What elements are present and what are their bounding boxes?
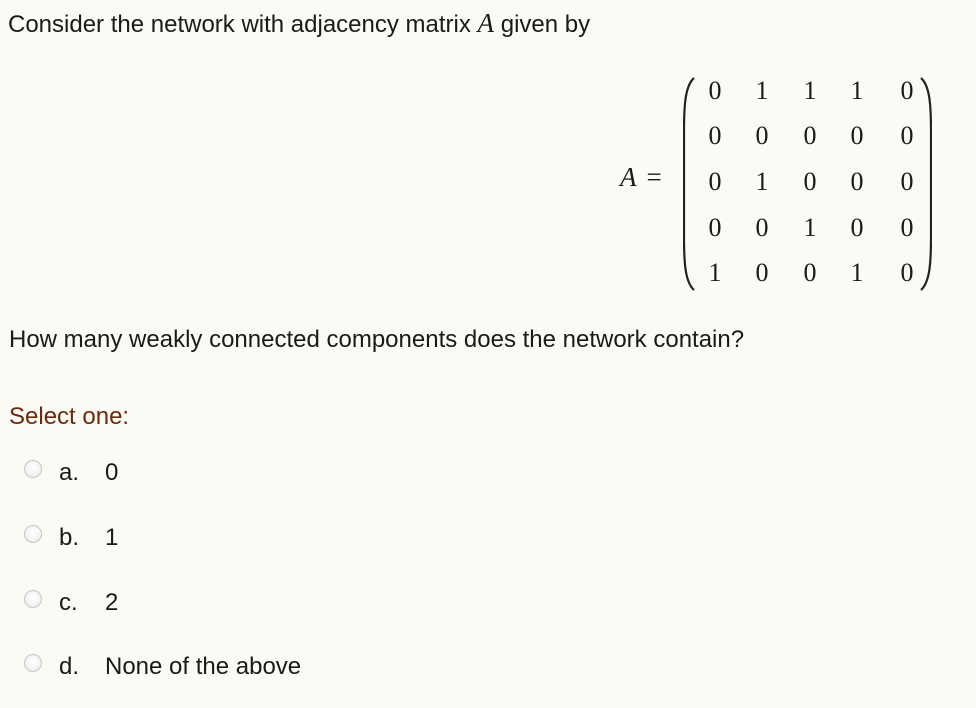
matrix-cell: 0 bbox=[803, 121, 817, 150]
option-text: 2 bbox=[105, 589, 119, 616]
option-letter: c. bbox=[59, 589, 78, 616]
matrix-cell: 0 bbox=[900, 167, 914, 196]
question-intro-text: Consider the network with adjacency matr… bbox=[8, 11, 471, 38]
matrix-cell: 1 bbox=[708, 258, 722, 287]
option-letter: d. bbox=[59, 653, 80, 680]
matrix-cell: 1 bbox=[850, 258, 864, 287]
question-prompt: How many weakly connected components doe… bbox=[9, 326, 745, 353]
adjacency-matrix: 0 1 1 1 0 0 0 0 0 0 0 1 0 0 0 0 0 1 0 0 … bbox=[698, 76, 916, 292]
matrix-cell: 0 bbox=[708, 167, 722, 196]
matrix-cell: 0 bbox=[708, 76, 722, 105]
question-intro: Consider the network with adjacency matr… bbox=[8, 8, 590, 39]
matrix-cell: 0 bbox=[755, 121, 769, 150]
radio-button-a[interactable] bbox=[24, 460, 42, 478]
matrix-cell: 0 bbox=[900, 76, 914, 105]
option-letter: a. bbox=[59, 459, 80, 486]
radio-button-d[interactable] bbox=[24, 654, 42, 672]
question-intro-suffix: given by bbox=[500, 11, 591, 38]
equals-sign: = bbox=[646, 162, 662, 192]
matrix-cell: 0 bbox=[850, 167, 864, 196]
matrix-cell: 0 bbox=[850, 213, 864, 242]
select-one-label: Select one: bbox=[9, 403, 130, 430]
matrix-symbol: A bbox=[477, 8, 495, 38]
matrix-cell: 0 bbox=[755, 258, 769, 287]
matrix-cell: 0 bbox=[900, 258, 914, 287]
matrix-cell: 1 bbox=[850, 76, 864, 105]
option-letter: b. bbox=[59, 524, 80, 551]
option-text: None of the above bbox=[105, 653, 302, 680]
option-text: 1 bbox=[105, 524, 119, 551]
matrix-cell: 0 bbox=[755, 213, 769, 242]
matrix-cell: 0 bbox=[803, 258, 817, 287]
matrix-cell: 0 bbox=[900, 121, 914, 150]
answer-option-c[interactable]: c. 2 bbox=[24, 588, 118, 618]
answer-option-a[interactable]: a. 0 bbox=[24, 458, 118, 488]
radio-button-c[interactable] bbox=[24, 590, 42, 608]
matrix-cell: 0 bbox=[850, 121, 864, 150]
matrix-cell: 0 bbox=[708, 121, 722, 150]
equation-lhs: A= bbox=[620, 162, 662, 193]
matrix-cell: 1 bbox=[803, 213, 817, 242]
matrix-cell: 0 bbox=[708, 213, 722, 242]
matrix-cell: 0 bbox=[803, 167, 817, 196]
matrix-left-paren bbox=[683, 76, 697, 292]
matrix-cell: 1 bbox=[803, 76, 817, 105]
option-text: 0 bbox=[105, 459, 119, 486]
equation-lhs-symbol: A bbox=[620, 162, 637, 192]
radio-button-b[interactable] bbox=[24, 525, 42, 543]
answer-option-b[interactable]: b. 1 bbox=[24, 523, 118, 553]
matrix-cell: 1 bbox=[755, 167, 769, 196]
matrix-cell: 0 bbox=[900, 213, 914, 242]
answer-option-d[interactable]: d. None of the above bbox=[24, 652, 301, 682]
adjacency-equation: A= 0 1 1 1 0 0 0 0 0 0 0 1 0 0 0 0 0 1 0… bbox=[620, 76, 940, 296]
matrix-right-paren bbox=[918, 76, 932, 292]
matrix-cell: 1 bbox=[755, 76, 769, 105]
